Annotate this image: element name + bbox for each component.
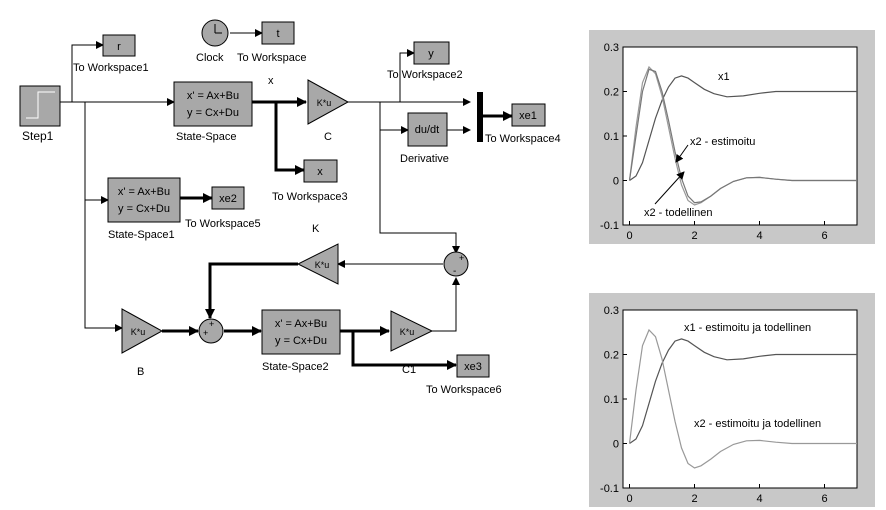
to-workspace3-block[interactable]: x To Workspace3 [272,159,348,203]
gain-b-label: B [137,366,144,378]
gain-c-text: K*u [317,98,332,108]
to-workspace4-block[interactable]: xe1 To Workspace4 [485,103,561,145]
gain-c1-block[interactable]: K*u C1 [390,310,434,376]
to-workspace4-label: To Workspace4 [485,133,561,145]
clock-block[interactable]: Clock [196,19,229,64]
ss1-eq1: x' = Ax+Bu [118,186,170,198]
step-block[interactable]: Step1 [19,85,61,143]
y-tick-label: 0.2 [604,350,619,362]
x-tick-label: 2 [691,493,697,505]
x-tick-label: 6 [821,230,827,242]
gain-k-text: K*u [315,260,330,270]
ss-eq1: x' = Ax+Bu [187,90,239,102]
x-signal-label: x [268,75,274,87]
derivative-block[interactable]: du/dt Derivative [400,112,449,165]
gain-c1-label: C1 [402,364,416,376]
signal-lines [60,29,513,370]
plot1-annotation-x2-true: x2 - todellinen [644,207,713,219]
gain-c-label: C [324,131,332,143]
ss1-eq2: y = Cx+Du [118,203,170,215]
sum2-block[interactable]: + - [443,251,469,277]
y-tick-label: 0 [613,439,619,451]
ss2-eq2: y = Cx+Du [275,335,327,347]
sum1-plus-top: + [209,319,214,329]
y-tick-label: -0.1 [600,220,619,232]
sum1-plus-left: + [203,328,208,338]
plot1-annotation-x1: x1 [718,71,730,83]
y-tick-label: 0 [613,176,619,188]
to-workspace-block[interactable]: t To Workspace [237,21,307,64]
xe3-text: xe3 [464,361,482,373]
to-workspace3-label: To Workspace3 [272,191,348,203]
to-workspace1-label: To Workspace1 [73,62,149,74]
y-tick-label: 0.1 [604,394,619,406]
gain-k-label: K [312,223,320,235]
y-tick-label: 0.2 [604,87,619,99]
mux-block[interactable] [477,92,483,142]
gain-c1-text: K*u [400,327,415,337]
y-tick-label: 0.1 [604,131,619,143]
x-tick-label: 4 [756,493,762,505]
state-space2-label: State-Space2 [262,361,329,373]
gain-b-block[interactable]: K*u B [121,308,164,378]
x-tick-label: 6 [821,493,827,505]
series-line [628,68,857,204]
clock-label: Clock [196,52,224,64]
t-text: t [276,28,279,40]
x-tick-label: 0 [626,493,632,505]
sum2-plus: + [459,253,464,263]
y-tick-label: 0.3 [604,305,619,317]
derivative-label: Derivative [400,153,449,165]
r-text: r [117,41,121,53]
xe1-text: xe1 [519,110,537,122]
to-workspace2-label: To Workspace2 [387,69,463,81]
series-line [628,328,857,469]
ss2-eq1: x' = Ax+Bu [275,318,327,330]
y-text: y [428,48,434,60]
plot2-annotation-x1: x1 - estimoitu ja todellinen [684,322,811,334]
plot1-annotation-x2-est: x2 - estimoitu [690,136,755,148]
gain-c-block[interactable]: K*u C [307,79,350,143]
plot1: -0.1 0 0.1 0.2 0.3 0 2 4 6 x1 x2 - estimoitu x2 … [589,30,875,244]
x-text: x [317,166,323,178]
to-workspace-label: To Workspace [237,52,307,64]
state-space-block[interactable]: x' = Ax+Bu y = Cx+Du State-Space [173,81,253,143]
to-workspace1-block[interactable]: r To Workspace1 [73,34,149,74]
state-space1-label: State-Space1 [108,229,175,241]
deriv-text: du/dt [415,124,439,136]
y-tick-label: 0.3 [604,42,619,54]
gain-b-text: K*u [131,327,146,337]
to-workspace6-block[interactable]: xe3 To Workspace6 [426,354,502,396]
plot2: -0.1 0 0.1 0.2 0.3 0 2 4 6 x1 - estimoitu ja tod… [589,293,875,507]
y-tick-label: -0.1 [600,483,619,495]
gain-k-block[interactable]: K*u [296,243,339,285]
x-tick-label: 4 [756,230,762,242]
sum2-minus: - [453,266,456,277]
ss-eq2: y = Cx+Du [187,107,239,119]
to-workspace5-block[interactable]: xe2 To Workspace5 [185,186,261,230]
state-space1-block[interactable]: x' = Ax+Bu y = Cx+Du State-Space1 [107,177,181,241]
to-workspace6-label: To Workspace6 [426,384,502,396]
step-label: Step1 [22,129,54,143]
to-workspace2-block[interactable]: y To Workspace2 [387,41,463,81]
sum1-block[interactable]: + + [198,318,224,344]
to-workspace5-label: To Workspace5 [185,218,261,230]
x-tick-label: 2 [691,230,697,242]
plot2-annotation-x2: x2 - estimoitu ja todellinen [694,418,821,430]
x-tick-label: 0 [626,230,632,242]
series-line [629,338,857,444]
state-space2-block[interactable]: x' = Ax+Bu y = Cx+Du State-Space2 [261,309,341,373]
state-space-label: State-Space [176,131,237,143]
series-line [629,75,857,181]
xe2-text: xe2 [219,193,237,205]
